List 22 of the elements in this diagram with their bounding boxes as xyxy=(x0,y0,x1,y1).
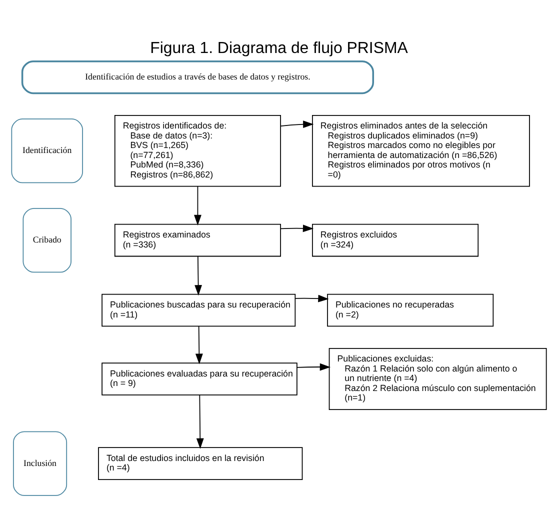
arrow xyxy=(195,325,203,364)
arrow xyxy=(280,120,314,128)
node-box: Registros excluidos (n =324) xyxy=(312,223,479,256)
node-box: Identificación xyxy=(11,118,83,183)
node-box: Registros identificados de: Base de datos (n=3): BVS (n=1,265) (n=77,261) PubMed (n=8,336) Registros (n=86,862) xyxy=(114,114,281,186)
node-box: Inclusión xyxy=(13,430,68,496)
node-box: Publicaciones buscadas para su recuperación (n =11) xyxy=(102,293,296,326)
node-box: Registros examinados (n =336) xyxy=(114,223,281,256)
arrow xyxy=(194,255,202,296)
arrow xyxy=(294,294,329,302)
node-box: Cribado xyxy=(22,207,72,272)
arrow xyxy=(194,185,202,226)
node-box: Publicaciones excluidas: Razón 1 Relación solo con algún alimento o un nutriente (n =4) Razón 2 Relaciona músculo con suplementación (n=1) xyxy=(328,347,547,410)
node-box: Registros eliminados antes de la selección Registros duplicados eliminados (n=9) Registros marcados como no elegibles por herramienta de automatización (n =86,526) Registros eliminados por otros motivos (n =0) xyxy=(312,114,530,186)
arrow xyxy=(280,224,314,232)
node-box: Publicaciones no recuperadas (n =2) xyxy=(327,293,494,326)
node-box: Total de estudios incluidos en la revisión (n =4) xyxy=(98,446,303,480)
node-box: Identificación de estudios a través de bases de datos y registros. xyxy=(21,60,374,94)
arrow xyxy=(196,394,204,448)
node-box: Publicaciones evaluadas para su recuperación (n = 9) xyxy=(102,362,298,395)
arrow xyxy=(296,362,331,370)
diagram-title: Figura 1. Diagrama de flujo PRISMA xyxy=(150,39,408,56)
